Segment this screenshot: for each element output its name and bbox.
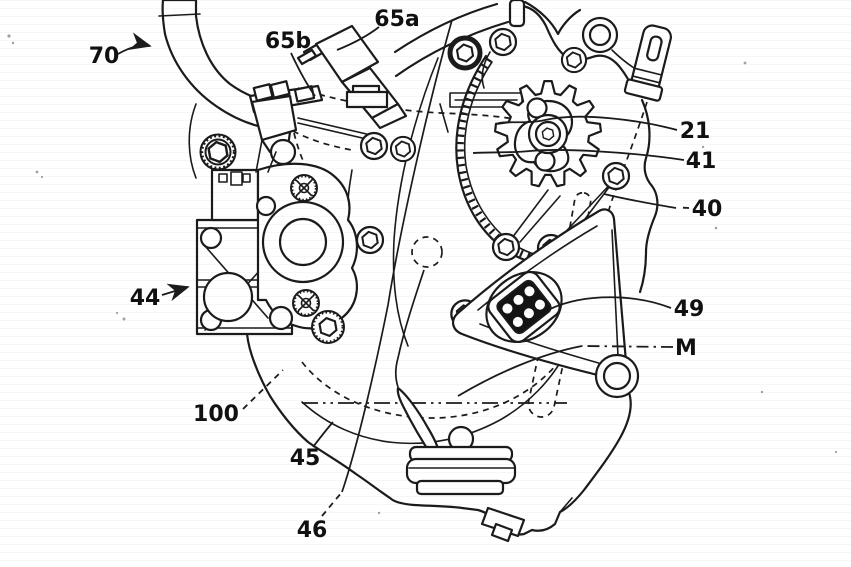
joint-port [269,138,297,166]
leader-21 [498,115,678,131]
pointer-lever [396,386,441,458]
ref-label-44: 44 [130,286,161,311]
joint-body [250,94,298,142]
leader-lines [117,26,690,517]
scan-specks [7,34,838,515]
pump-boss-circle [202,271,254,323]
oil-cap [405,457,517,485]
connector-face [496,279,552,335]
ref-label-65b: 65b [265,29,311,54]
leader-45 [312,421,334,448]
ref-label-21: 21 [680,119,711,144]
joint-65b [248,80,324,173]
leader-65b [290,52,316,97]
long-reference-lines [341,19,453,493]
connector-49 [487,270,561,344]
ref-label-65a: 65a [374,7,419,32]
ref-label-M: M [675,336,697,361]
sensor-bracket-49 [452,208,640,399]
ref-label-46: 46 [297,518,328,543]
pump-screw-bottom [291,288,321,318]
pump-screw-top [289,173,319,203]
leader-40 [603,193,677,209]
leader-M [581,345,674,348]
sensor-wire-phantom [602,101,648,239]
ref-label-49: 49 [674,297,705,322]
upper-mount-bracket [523,0,635,69]
flange-bolt [311,310,345,344]
leader-44 [161,283,190,302]
crankcase-bottom [396,386,526,543]
injector-flange [345,90,389,109]
sensor-collar [623,78,664,102]
leader-46 [321,491,343,517]
sensor-unit [623,24,672,102]
ring-bolt [447,35,483,71]
shaft-phantom-circle [411,236,443,268]
ref-label-40: 40 [692,197,723,222]
leader-70 [117,32,152,55]
drain-tab [480,506,526,538]
ref-label-45: 45 [290,446,321,471]
injector-65a [296,24,415,161]
bolt-boss [508,0,526,28]
drive-sprocket-21 [493,79,603,188]
ref-label-70: 70 [89,44,120,69]
cover-bolts [357,0,629,328]
leader-65a [336,26,380,51]
pump-inlet-circle [278,217,328,267]
reference-numerals: 70 65b 65a 21 41 40 44 49 M 100 45 46 [89,7,723,543]
leader-41 [472,149,685,161]
ref-label-41: 41 [686,149,717,174]
ref-label-100: 100 [193,402,239,427]
leader-100 [242,369,284,410]
pump-assembly-44 [195,133,358,344]
serrated-bolt [199,133,237,171]
leader-49 [549,296,672,310]
injector-body [314,24,380,84]
